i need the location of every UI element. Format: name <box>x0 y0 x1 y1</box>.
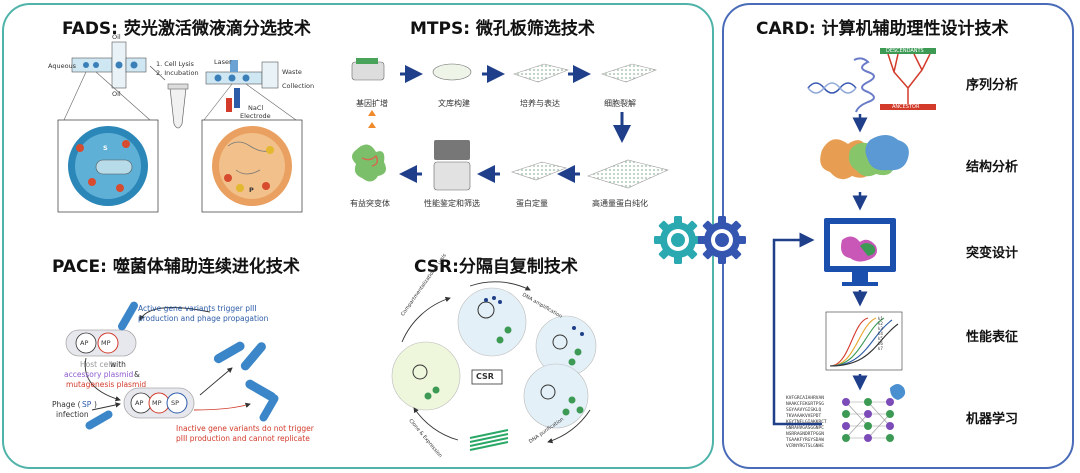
legend-item: k6 <box>878 341 883 346</box>
pace-active-2: production and phage propagation <box>138 314 269 323</box>
mtps-step-8: 有益突变体 <box>350 199 390 208</box>
card-tree-top: DESCENDANTS <box>886 48 924 54</box>
pace-sp: SP <box>171 399 180 407</box>
fads-diagram <box>57 41 303 213</box>
card-sequence-list: KVFGRCAIAHRVAN NAAKCFEKGRTPSG SGYAAVYGIS… <box>786 396 827 450</box>
pace-phage-sp: SP <box>82 400 92 409</box>
fads-drop-s: S <box>103 144 108 152</box>
fads-oil-bottom: Oil <box>112 90 121 98</box>
pace-host-1: Host cells <box>80 360 117 369</box>
csr-center-label: CSR <box>476 372 494 381</box>
csr-title: CSR:分隔自复制技术 <box>414 257 578 277</box>
legend-item: k4 <box>878 331 883 336</box>
pace-mp-1: MP <box>101 339 111 347</box>
mtps-step-5: 高通量蛋白纯化 <box>592 199 648 208</box>
fads-oil-top: Oil <box>112 33 121 41</box>
pace-inactive-1: Inactive gene variants do not trigger <box>176 424 314 433</box>
card-chart-legend: k1 k2 k3 k4 k5 k6 k7 <box>878 316 883 351</box>
pace-phage-2: ) <box>94 400 97 409</box>
mtps-step-2: 文库构建 <box>438 99 470 108</box>
fads-laser: Laser <box>214 58 232 66</box>
card-seq: NAAKCFEKGRTPSG <box>786 402 824 407</box>
card-step-3: 突变设计 <box>966 246 1019 261</box>
fads-aqueous: Aqueous <box>48 62 77 70</box>
mtps-step-7: 性能鉴定和筛选 <box>424 199 480 208</box>
pace-infection: infection <box>56 410 89 419</box>
pace-host-amp: & <box>134 370 140 379</box>
card-seq: GNRAHVGASGGNPC <box>786 426 824 431</box>
mtps-title: MTPS: 微孔板筛选技术 <box>410 19 595 39</box>
pace-host-2: accessory plasmid <box>64 370 134 379</box>
fads-step1: 1. Cell Lysis <box>156 60 194 68</box>
card-step-2: 结构分析 <box>966 160 1019 175</box>
card-seq: SGYAAVYGISKLQ <box>786 408 822 413</box>
fads-step2: 2. Incubation <box>156 69 199 77</box>
pace-phage-1: Phage ( <box>52 400 81 409</box>
fads-electrode: Electrode <box>240 112 271 120</box>
mtps-step-6: 蛋白定量 <box>516 199 548 208</box>
card-step-4: 性能表征 <box>966 330 1019 345</box>
fads-nacl: NaCl <box>248 104 264 112</box>
pace-inactive-2: pIII production and cannot replicate <box>176 434 310 443</box>
fads-collection: Collection <box>282 82 315 90</box>
pace-host-3: mutagenesis plasmid <box>66 380 147 389</box>
card-step-5: 机器学习 <box>966 412 1019 427</box>
pace-active-1: Active gene variants trigger pIII <box>138 304 257 313</box>
card-seq: VCRNYRGTSLGNHE <box>786 444 824 449</box>
mtps-step-1: 基因扩增 <box>356 99 388 108</box>
card-step-1: 序列分析 <box>966 78 1019 93</box>
pace-host-with: with <box>110 360 126 369</box>
card-title: CARD: 计算机辅助理性设计技术 <box>756 19 1009 39</box>
pace-ap-2: AP <box>135 399 144 407</box>
fads-drop-p: P <box>249 186 254 194</box>
pace-ap-1: AP <box>80 339 89 347</box>
legend-item: k7 <box>878 346 883 351</box>
pace-mp-2: MP <box>152 399 162 407</box>
csr-diagram <box>391 281 597 451</box>
card-seq: TKVAAAKVVEPDT <box>786 414 822 419</box>
card-seq: KVFGRCAIAHRVAN <box>786 396 824 401</box>
mtps-diagram <box>351 58 669 191</box>
legend-item: k3 <box>878 326 883 331</box>
card-tree-bottom: ANCESTOR <box>892 104 920 110</box>
legend-item: k2 <box>878 321 883 326</box>
card-seq: KGYTNFLGIAKKRCT <box>786 420 827 425</box>
gears-icon <box>654 216 746 264</box>
card-seq: TGAAKFYRGYSDAW <box>786 438 824 443</box>
mtps-step-3: 培养与表达 <box>520 99 560 108</box>
mtps-step-4: 细胞裂解 <box>604 99 636 108</box>
fads-title: FADS: 荧光激活微液滴分选技术 <box>62 19 311 39</box>
fads-waste: Waste <box>282 68 302 76</box>
pace-diagram <box>65 301 279 430</box>
card-seq: NSRRAGNDRTPGGN <box>786 432 824 437</box>
legend-item: k1 <box>878 316 883 321</box>
pace-title: PACE: 噬菌体辅助连续进化技术 <box>52 257 300 277</box>
legend-item: k5 <box>878 336 883 341</box>
